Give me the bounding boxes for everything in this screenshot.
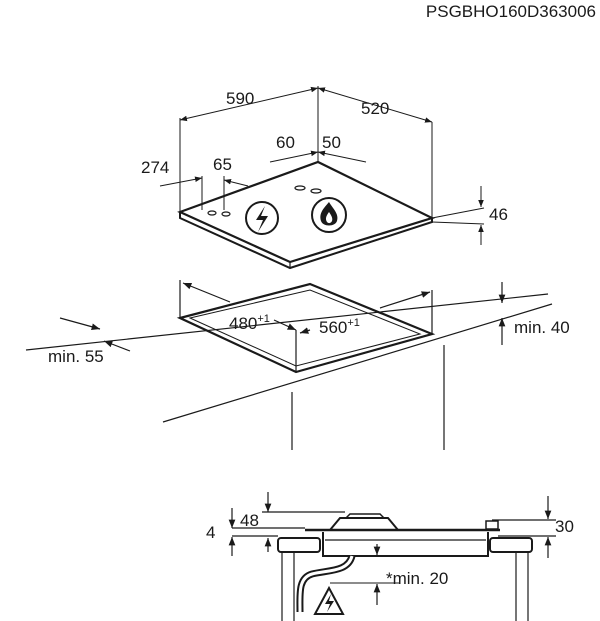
side-section <box>228 492 556 621</box>
electric-warning-icon <box>245 201 279 235</box>
document-code: PSGBHO160D363006 <box>426 2 596 21</box>
dim-width-590: 590 <box>226 89 254 108</box>
dim-gap-right-50: 50 <box>322 133 341 152</box>
dim-min-55: min. 55 <box>48 347 104 366</box>
dim-side-4: 4 <box>206 523 215 542</box>
dim-min-20: *min. 20 <box>386 569 448 588</box>
gas-flame-icon <box>311 197 347 233</box>
dim-cutout-480: 480+1 <box>229 313 270 333</box>
dim-depth-520: 520 <box>361 99 389 118</box>
electric-warning-triangle-icon <box>313 585 345 615</box>
dim-min-40: min. 40 <box>514 318 570 337</box>
dim-offset-274: 274 <box>141 158 169 177</box>
dim-side-30: 30 <box>555 517 574 536</box>
dim-offset-65: 65 <box>213 155 232 174</box>
dim-height-46: 46 <box>489 205 508 224</box>
hob-perspective <box>177 160 435 270</box>
dim-gap-left-60: 60 <box>276 133 295 152</box>
worktop-cutout <box>25 280 553 450</box>
dim-cutout-560: 560+1 <box>319 317 360 337</box>
dim-side-48: 48 <box>240 511 259 530</box>
